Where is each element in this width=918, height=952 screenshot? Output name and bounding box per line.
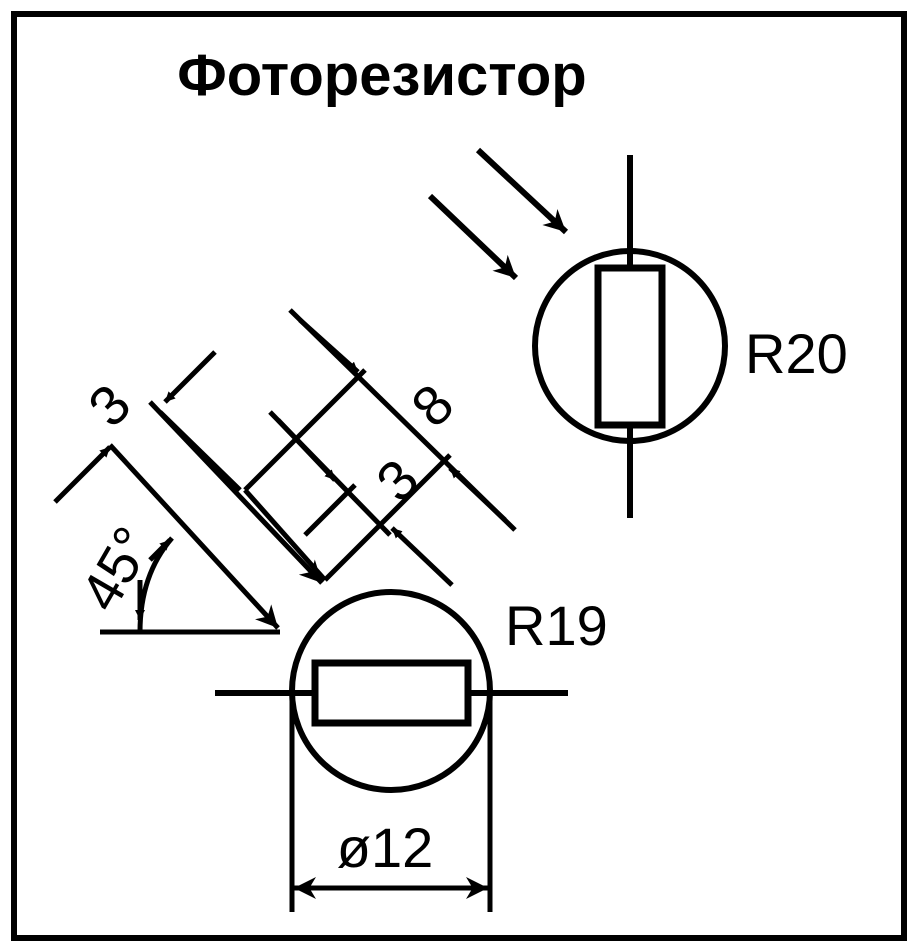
light-ray-arrow bbox=[475, 147, 569, 235]
extension-line bbox=[243, 488, 327, 582]
extension-line bbox=[303, 483, 357, 537]
ray-dimension-group bbox=[53, 308, 517, 635]
r19-resistor-body bbox=[311, 659, 472, 727]
diameter-dimension bbox=[289, 693, 493, 912]
dimension-arrow bbox=[448, 466, 507, 522]
dimension-arrow bbox=[390, 526, 454, 587]
dimension-arrow bbox=[163, 350, 217, 404]
outer-frame bbox=[11, 11, 907, 941]
dimension-arrow bbox=[298, 318, 360, 374]
incident-ray-arrow bbox=[108, 443, 280, 630]
r20-symbol bbox=[532, 155, 728, 518]
angle-arrow bbox=[148, 538, 172, 562]
r19-circle bbox=[289, 589, 493, 793]
diameter-label: ø12 bbox=[337, 816, 434, 879]
r20-circle bbox=[532, 248, 728, 444]
r19-label: R19 bbox=[505, 594, 608, 657]
light-ray-arrow bbox=[427, 193, 519, 281]
r20-resistor-body bbox=[594, 264, 666, 429]
angle-label-45: 45° bbox=[68, 516, 165, 621]
r20-label: R20 bbox=[745, 322, 848, 385]
r20-light-rays bbox=[427, 147, 569, 281]
extension-line bbox=[243, 368, 367, 492]
dimension-label-3-left: 3 bbox=[76, 372, 143, 439]
r19-symbol bbox=[215, 589, 568, 793]
dimension-arrow bbox=[276, 418, 337, 482]
extension-line bbox=[323, 453, 452, 582]
dimension-arrow bbox=[53, 445, 112, 504]
diagram-title: Фоторезистор bbox=[177, 43, 586, 108]
dimension-label-3-mid: 3 bbox=[364, 447, 431, 514]
ray-line bbox=[158, 410, 242, 492]
